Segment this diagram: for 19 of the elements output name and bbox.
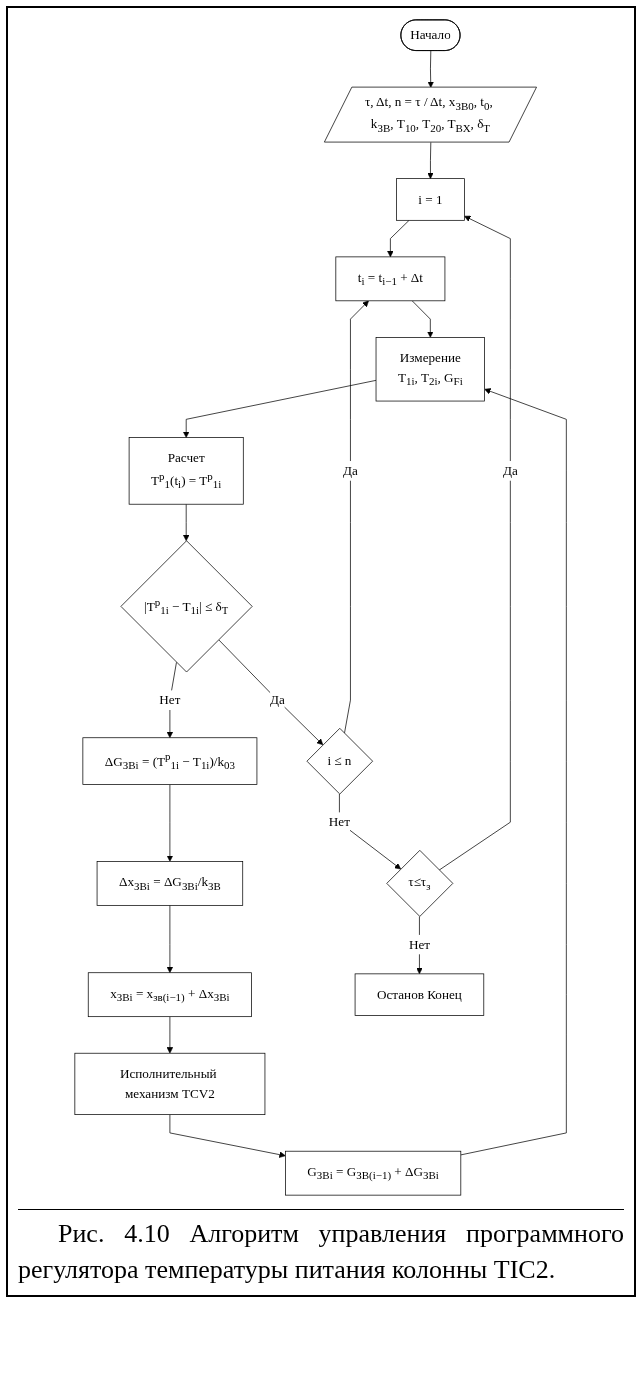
node-box: Останов Конец [355, 973, 485, 1016]
edge-label: Нет [329, 814, 351, 830]
node-box: G$_{ЗВi}$ = G$_{ЗВ(i−1)}$ + ΔG$_{ЗВi}$ [285, 1150, 462, 1196]
node-box: Δx$_{ЗВi}$ = ΔG$_{ЗВi}$/k$_{ЗВ}$ [97, 861, 244, 906]
node-box: ΔG$_{ЗВi}$ = (T$^{p}$$_{1i}$ − T$_{1i}$)/k$_{03}$ [82, 737, 258, 785]
node-box: Исполнительный механизм TCV2 [74, 1052, 266, 1115]
node-box: Измерение T$_{1i}$, T$_{2i}$, G$_{Fi}$ [376, 337, 486, 402]
edge-label: Да [503, 463, 519, 478]
node-box: t$_{i}$ = t$_{i−1}$ + Δt [335, 256, 446, 302]
edge-label: Да [343, 463, 359, 478]
edge-label: Нет [409, 936, 431, 952]
node-box: x$_{ЗВi}$ = x$_{зв(i−1)}$ + Δx$_{ЗВi}$ [88, 972, 253, 1018]
edge-label: Да [270, 692, 286, 708]
figure-caption: Рис. 4.10 Алгоритм управления программного регулятора температуры питания колонны TIC2. [18, 1209, 624, 1289]
edge-label: Нет [159, 692, 181, 708]
node-box: i = 1 [396, 178, 466, 221]
node-diamond: |T$^{p}$$_{1i}$ − T$_{1i}$| ≤ δ$_{T}$ [120, 540, 253, 673]
node-diamond: i ≤ n [306, 727, 374, 795]
node-diamond: τ≤τ$_{з}$ [386, 849, 454, 917]
